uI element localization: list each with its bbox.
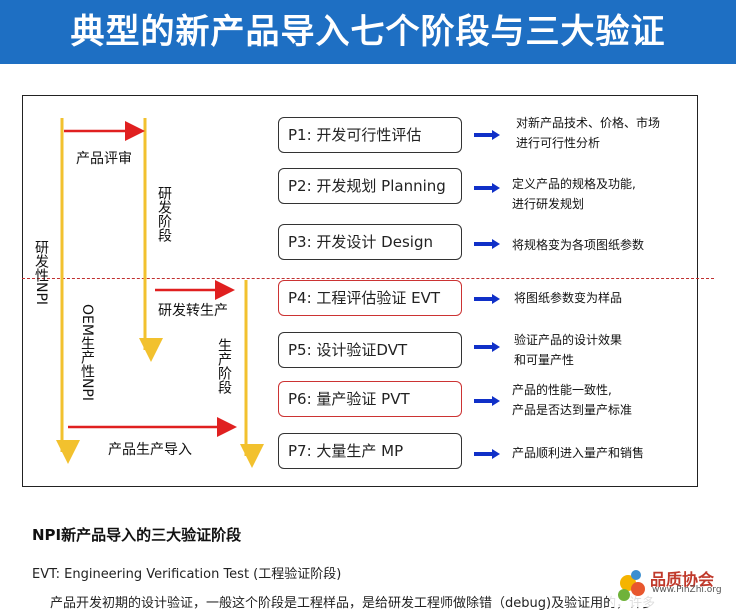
stage-p5-box: P5: 设计验证DVT bbox=[278, 332, 462, 368]
diagram-frame bbox=[22, 95, 698, 487]
stage-p6-box: P6: 量产验证 PVT bbox=[278, 381, 462, 417]
stage-p3-box: P3: 开发设计 Design bbox=[278, 224, 462, 260]
watermark-url: www.PinZhi.org bbox=[652, 585, 722, 595]
stage-p1-box: P1: 开发可行性评估 bbox=[278, 117, 462, 153]
evt-line: EVT: Engineering Verification Test (工程验证… bbox=[32, 567, 342, 582]
production-intro-label: 产品生产导入 bbox=[108, 442, 192, 458]
title-banner: 典型的新产品导入七个阶段与三大验证 bbox=[0, 0, 736, 64]
stage-divider-line bbox=[22, 278, 714, 279]
stage-p7-arrow bbox=[474, 449, 500, 459]
stage-p7-desc: 产品顺利进入量产和销售 bbox=[512, 446, 645, 460]
stage-p2-desc: 定义产品的规格及功能, 进行研发规划 bbox=[512, 177, 636, 211]
stage-p6-desc: 产品的性能一致性, 产品是否达到量产标准 bbox=[512, 383, 633, 417]
page-title: 典型的新产品导入七个阶段与三大验证 bbox=[70, 12, 666, 52]
stage-p4-box: P4: 工程评估验证 EVT bbox=[278, 280, 462, 316]
rd-stage-label: 研发阶段 bbox=[156, 186, 172, 242]
oem-npi-label: OEM生产性NPI bbox=[79, 304, 95, 401]
pinzhi-logo-icon bbox=[610, 565, 736, 607]
stage-p5-arrow bbox=[474, 342, 500, 352]
stage-p4-desc: 将图纸参数变为样品 bbox=[514, 291, 623, 305]
stage-p2-box: P2: 开发规划 Planning bbox=[278, 168, 462, 204]
stage-p3-arrow bbox=[474, 239, 500, 249]
rd-to-production-label: 研发转生产 bbox=[158, 303, 228, 319]
stage-p4-arrow bbox=[474, 294, 500, 304]
stage-p2-arrow bbox=[474, 183, 500, 193]
section-heading: NPI新产品导入的三大验证阶段 bbox=[32, 526, 242, 544]
production-stage-label: 生产阶段 bbox=[216, 338, 232, 394]
stage-p6-arrow bbox=[474, 396, 500, 406]
product-review-label: 产品评审 bbox=[76, 151, 132, 167]
watermark-name: 品质协会 bbox=[650, 570, 715, 589]
stage-p7-box: P7: 大量生产 MP bbox=[278, 433, 462, 469]
dev-npi-label: 研发性NPI bbox=[33, 240, 49, 306]
stage-p1-arrow bbox=[474, 130, 500, 140]
stage-p5-desc: 验证产品的设计效果 和可量产性 bbox=[514, 333, 623, 367]
evt-paragraph: 产品开发初期的设计验证，一般这个阶段是工程样品，是给研发工程师做除错（debug… bbox=[50, 596, 656, 611]
stage-p1-desc: 对新产品技术、价格、市场 进行可行性分析 bbox=[516, 116, 661, 150]
stage-p3-desc: 将规格变为各项图纸参数 bbox=[512, 238, 645, 252]
